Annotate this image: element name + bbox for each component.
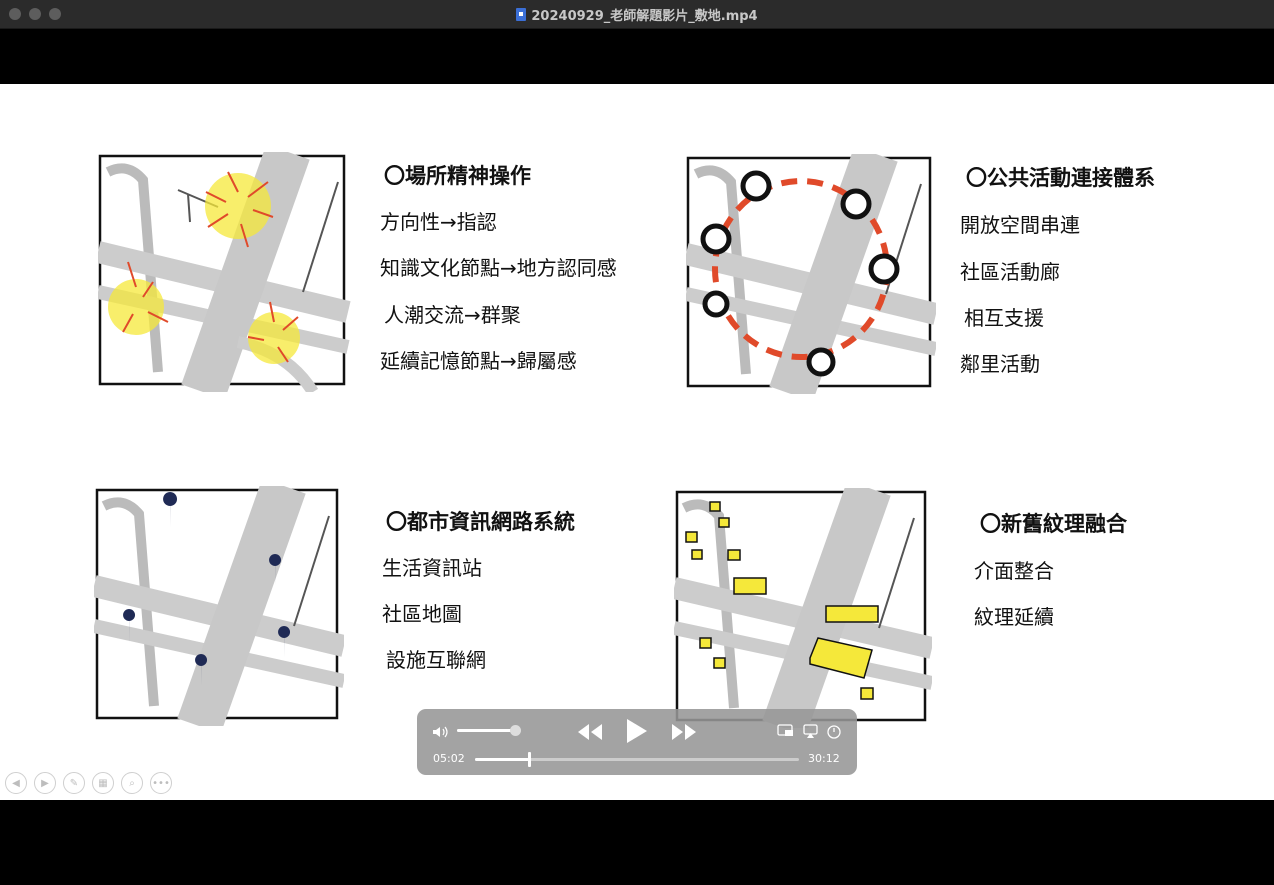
- playback-speed-icon[interactable]: [826, 724, 842, 740]
- fast-forward-icon[interactable]: [671, 723, 697, 741]
- slides-grid-icon[interactable]: ▦: [92, 772, 114, 794]
- close-window-button[interactable]: [9, 8, 21, 20]
- panel-line: 方向性→指認: [380, 210, 497, 234]
- playback-controls: 05:02 30:12: [417, 709, 857, 775]
- panel-heading: 〇新舊紋理融合: [980, 512, 1127, 536]
- video-frame[interactable]: 〇場所精神操作 方向性→指認 知識文化節點→地方認同感 人潮交流→群聚 延續記憶…: [0, 84, 1274, 800]
- panel-line: 介面整合: [974, 559, 1054, 583]
- panel-line: 鄰里活動: [960, 352, 1040, 376]
- current-time: 05:02: [433, 752, 465, 765]
- picture-in-picture-icon[interactable]: [777, 724, 795, 738]
- next-slide-icon[interactable]: ▶: [34, 772, 56, 794]
- window-title: 20240929_老師解題影片_敷地.mp4: [531, 8, 758, 24]
- urban-info-sketch: [94, 486, 344, 726]
- panel-line: 紋理延續: [974, 605, 1054, 629]
- playhead[interactable]: [528, 752, 532, 767]
- zoom-window-button[interactable]: [49, 8, 61, 20]
- play-icon[interactable]: [625, 718, 649, 744]
- progress-bar[interactable]: [475, 758, 799, 761]
- public-activity-sketch: [686, 154, 936, 394]
- slideshow-toolbar: ◀ ▶ ✎ ▦ ⌕ •••: [5, 772, 172, 794]
- zoom-icon[interactable]: ⌕: [121, 772, 143, 794]
- more-options-icon[interactable]: •••: [150, 772, 172, 794]
- panel-line: 人潮交流→群聚: [384, 303, 521, 327]
- location-pin-icons: [123, 492, 291, 686]
- video-file-icon: [516, 7, 527, 21]
- place-spirit-sketch: [98, 152, 351, 392]
- volume-icon[interactable]: [432, 725, 452, 739]
- panel-line: 開放空間串連: [960, 213, 1080, 237]
- panel-line: 相互支援: [964, 306, 1044, 330]
- minimize-window-button[interactable]: [29, 8, 41, 20]
- building-blocks: [685, 501, 879, 700]
- panel-heading: 〇都市資訊網路系統: [386, 510, 575, 534]
- activity-node-markers: [700, 170, 900, 377]
- gathering-arrows: [122, 171, 299, 363]
- panel-heading: 〇場所精神操作: [384, 164, 531, 188]
- panel-line: 社區活動廊: [960, 260, 1060, 284]
- panel-line: 社區地圖: [382, 602, 462, 626]
- panel-line: 延續記憶節點→歸屬感: [380, 349, 577, 373]
- panel-heading: 〇公共活動連接體系: [966, 166, 1155, 190]
- panel-line: 生活資訊站: [382, 556, 482, 580]
- panel-line: 知識文化節點→地方認同感: [380, 256, 617, 280]
- volume-knob[interactable]: [509, 725, 521, 736]
- pen-icon[interactable]: ✎: [63, 772, 85, 794]
- airplay-icon[interactable]: [803, 724, 819, 739]
- total-duration: 30:12: [808, 752, 840, 765]
- texture-fusion-sketch: [674, 488, 932, 728]
- panel-line: 設施互聯網: [386, 648, 486, 672]
- rewind-icon[interactable]: [577, 723, 603, 741]
- window-titlebar: 20240929_老師解題影片_敷地.mp4: [0, 0, 1274, 29]
- volume-slider[interactable]: [457, 729, 521, 732]
- previous-slide-icon[interactable]: ◀: [5, 772, 27, 794]
